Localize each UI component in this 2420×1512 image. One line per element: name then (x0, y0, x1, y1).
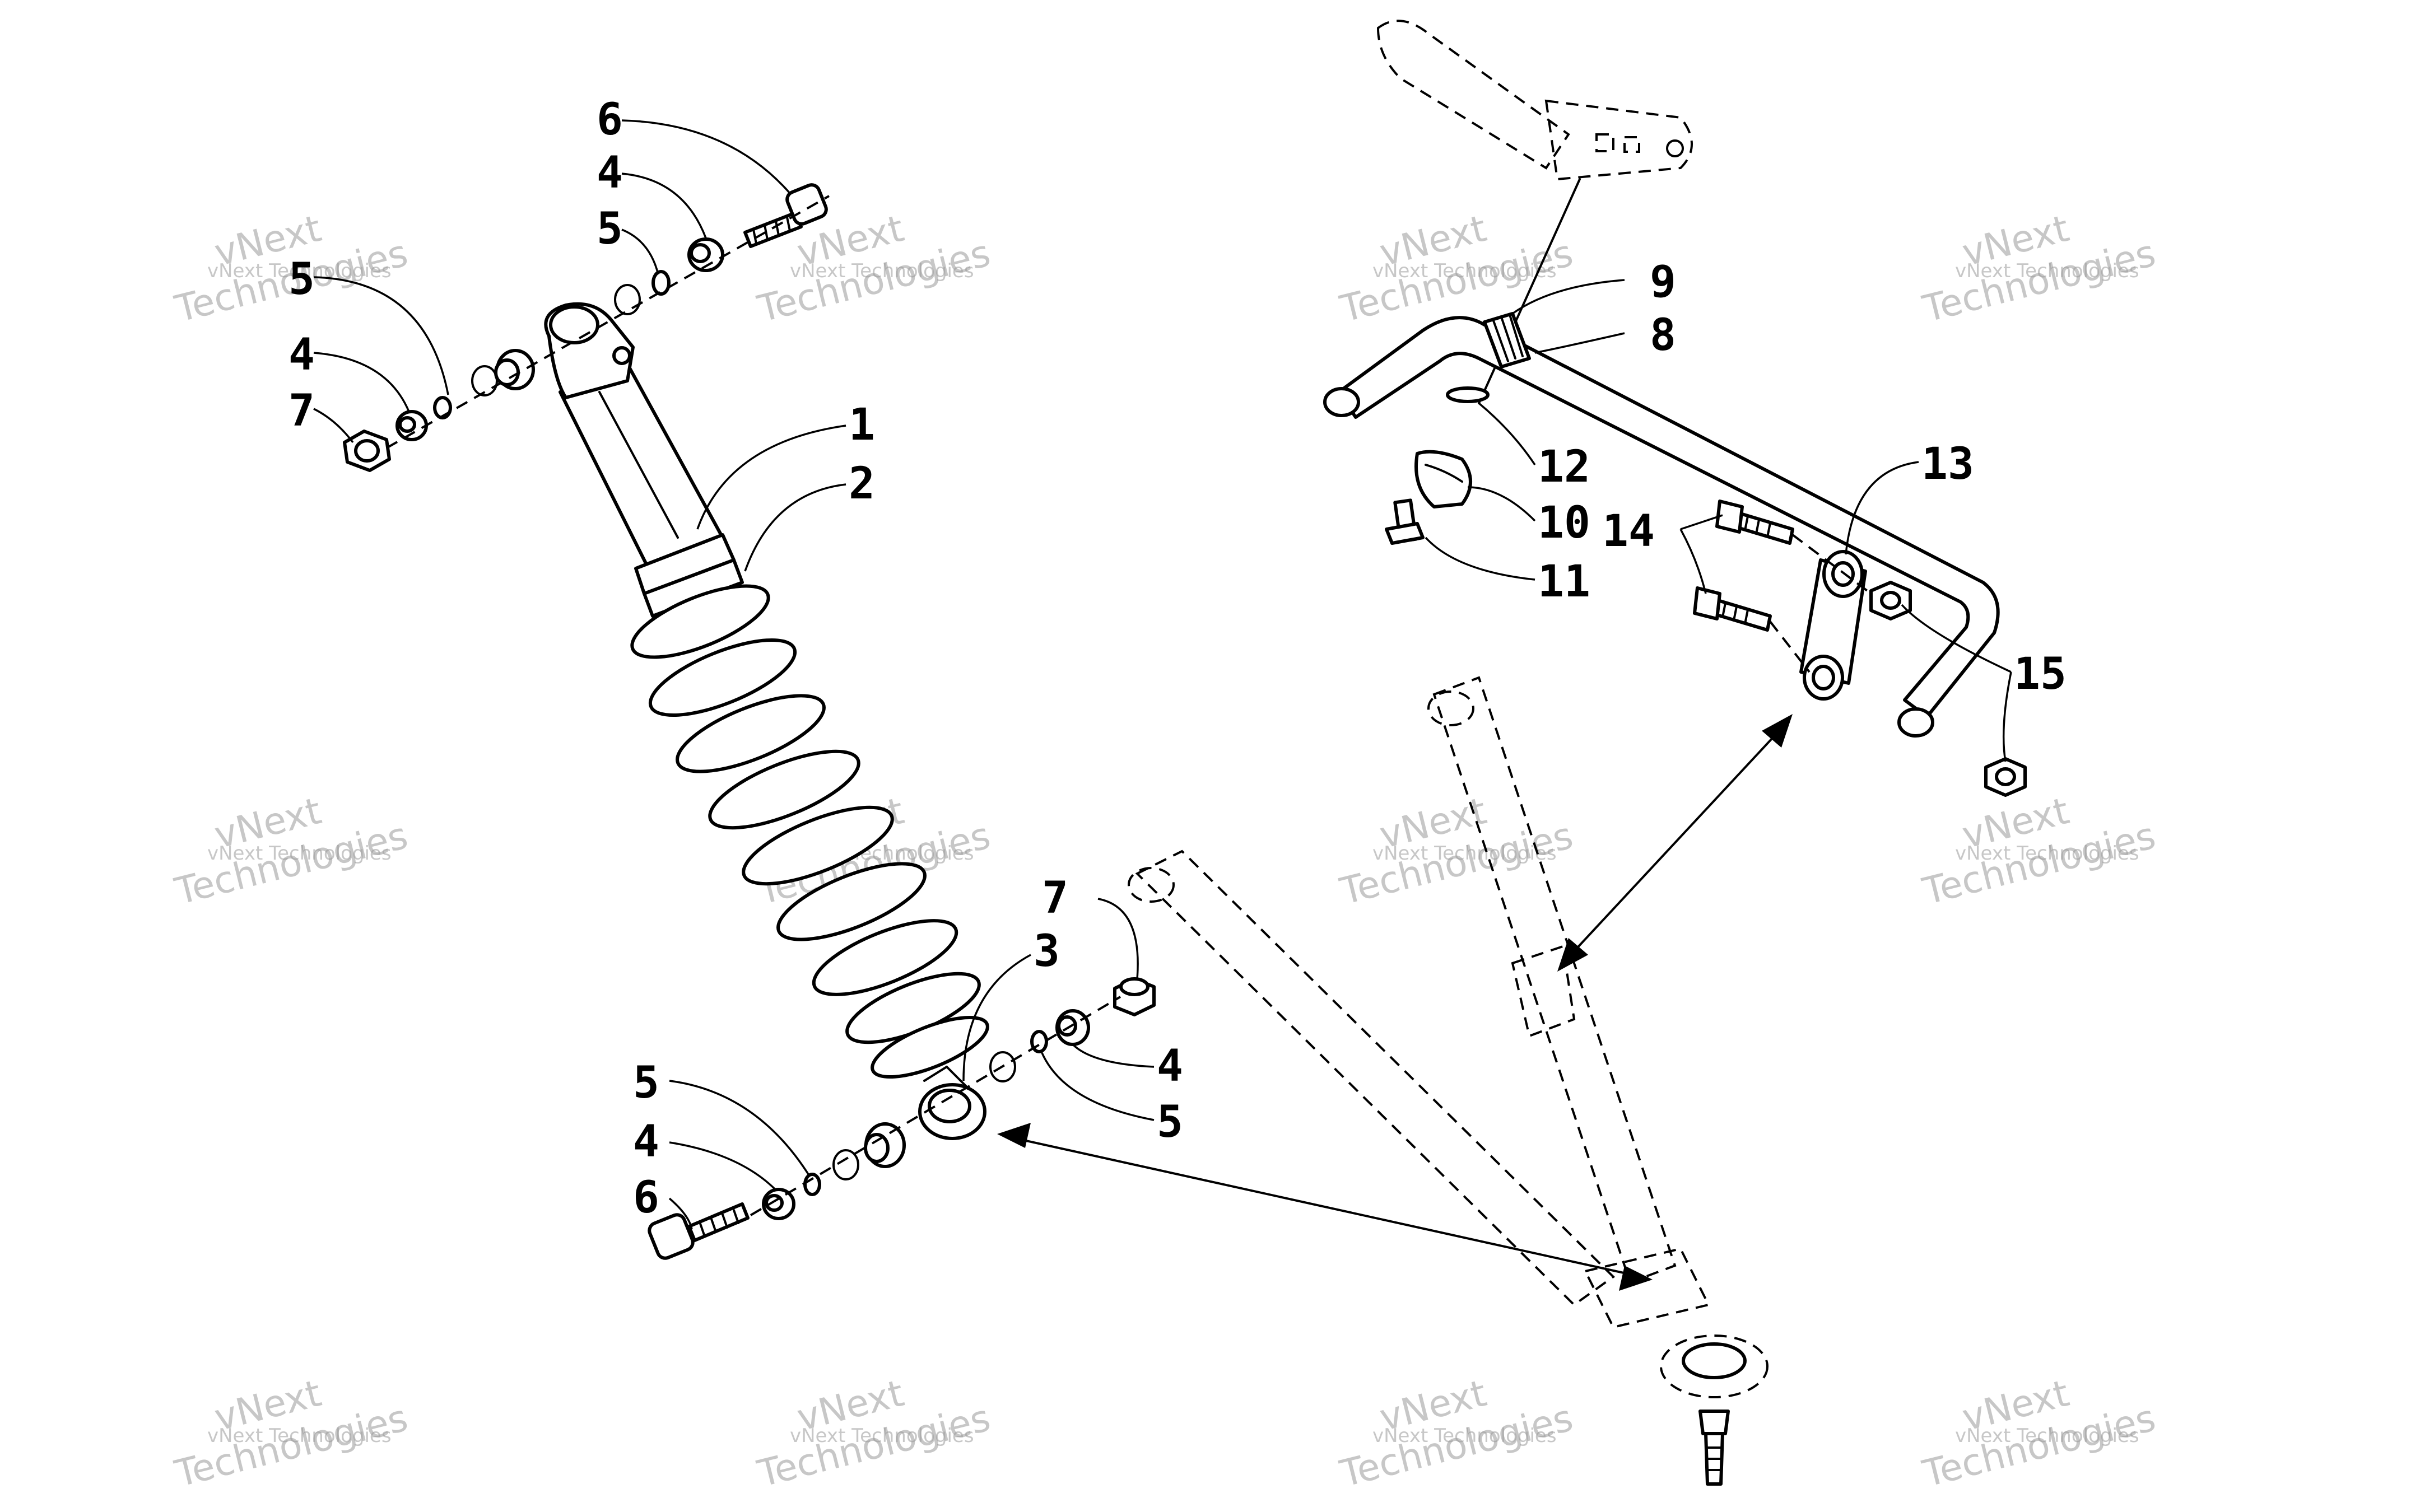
lower-axis-line (750, 996, 1121, 1216)
callout-7-left: 7 (288, 386, 315, 436)
shock-body (559, 362, 724, 573)
watermark-caption: vNext Technologies (207, 260, 392, 282)
frame-mount (1376, 20, 1693, 181)
callout-14: 14 (1602, 506, 1655, 557)
upper-o-ring (651, 270, 671, 296)
watermark-caption: vNext Technologies (1372, 1425, 1557, 1447)
link-nuts (1869, 581, 2027, 797)
a-arm-mid-bracket (1511, 945, 1576, 1038)
callout-5-left: 5 (288, 254, 315, 305)
upper-left-o-ring (433, 396, 452, 419)
callout-8: 8 (1650, 310, 1676, 361)
watermark-caption: vNext Technologies (790, 1425, 974, 1447)
spring-collar-lower (643, 558, 744, 618)
watermark-caption: vNext Technologies (1955, 260, 2139, 282)
lower-left-o-ring (803, 1173, 821, 1196)
callout-9: 9 (1650, 257, 1676, 307)
a-arm-left-bushing (1128, 867, 1175, 903)
shock-body-highlight (598, 391, 679, 539)
upper-axis-line (386, 195, 830, 449)
frame-bracket (1544, 99, 1693, 181)
watermark-caption: vNext Technologies (207, 842, 392, 865)
leader-lines (313, 119, 2012, 1230)
callout-12: 12 (1538, 442, 1590, 492)
callout-6-bottom: 6 (633, 1173, 659, 1223)
shock-lower-eye-inner (928, 1089, 971, 1123)
ball-joint (1660, 1334, 1769, 1486)
upper-snap-ring (614, 284, 641, 315)
clamp-bolt (1385, 498, 1425, 545)
lower-bolt (648, 1202, 750, 1260)
stabilizer-bar-right-end (1897, 707, 1934, 738)
callout-2: 2 (849, 459, 875, 509)
lower-right-washer (1055, 1009, 1090, 1046)
callout-15: 15 (2014, 649, 2067, 699)
callout-3: 3 (1034, 926, 1060, 977)
frame-upper-tube (1376, 20, 1570, 170)
callout-4-right: 4 (1157, 1041, 1183, 1091)
lower-left-bushing (864, 1122, 906, 1168)
stabilizer-bar-tube (1337, 316, 2000, 718)
watermark-tile: vNext Technologies vNext Technologies vN… (170, 207, 2160, 1496)
upper-left-nut (343, 430, 391, 472)
lower-left-snap-ring (832, 1149, 859, 1180)
bar-clamp (1414, 450, 1472, 508)
callout-6-top: 6 (597, 95, 623, 145)
callout-5-right: 5 (1157, 1097, 1183, 1147)
watermark-caption: vNext Technologies (1372, 842, 1557, 865)
callout-4-left: 4 (288, 330, 315, 380)
bar-bushing (1446, 386, 1490, 403)
watermark-caption: vNext Technologies (790, 260, 974, 282)
shock-top-eye (549, 305, 599, 344)
lower-right-snap-ring (989, 1051, 1016, 1082)
callout-13: 13 (1921, 439, 1974, 489)
shock-lower-stem (923, 1065, 970, 1090)
a-arm-right-bushing (1427, 690, 1474, 726)
callout-5-top: 5 (597, 204, 623, 254)
stabilizer-bar (1323, 312, 2000, 738)
link-to-a-arm-arrow (1557, 714, 1793, 972)
callout-1: 1 (849, 400, 875, 450)
watermark-caption: vNext Technologies (1955, 842, 2139, 865)
upper-left-snap-ring (471, 365, 498, 396)
a-arm-left-tube (1135, 850, 1616, 1306)
a-arm-shock-bracket (1584, 1247, 1710, 1329)
shock-absorber (544, 302, 989, 1140)
watermark-caption: vNext Technologies (1955, 1425, 2139, 1447)
callout-10: 10 (1538, 498, 1590, 548)
callout-7-right: 7 (1042, 873, 1068, 923)
a-arm-right-tube (1432, 676, 1677, 1284)
watermark-caption: vNext Technologies (1372, 260, 1557, 282)
callout-4-top: 4 (597, 148, 623, 198)
callout-5-bottom: 5 (633, 1058, 659, 1108)
callout-11: 11 (1538, 557, 1590, 607)
link-bolts (1693, 500, 1794, 632)
callout-4-bottom: 4 (633, 1117, 659, 1167)
shock-to-a-arm-arrow (997, 1123, 1653, 1291)
stabilizer-bar-left-end (1323, 387, 1360, 417)
lower-right-nut (1113, 977, 1156, 1016)
link-axis-upper (1791, 534, 1872, 595)
bushing-washer (1446, 386, 1490, 403)
watermark-caption: vNext Technologies (207, 1425, 392, 1447)
coil-spring (630, 584, 989, 1079)
upper-left-washer (395, 410, 428, 441)
lower-a-arm (1128, 676, 1769, 1486)
link-axis-lower (1769, 620, 1811, 673)
shock-top-screw (612, 346, 631, 365)
callouts: 6 4 5 5 4 7 1 2 3 7 4 5 5 4 6 9 8 12 10 … (288, 95, 2067, 1223)
lower-shock-hardware (648, 977, 1156, 1260)
stabilizer-link (1799, 550, 1867, 701)
upper-shock-hardware (343, 183, 830, 472)
